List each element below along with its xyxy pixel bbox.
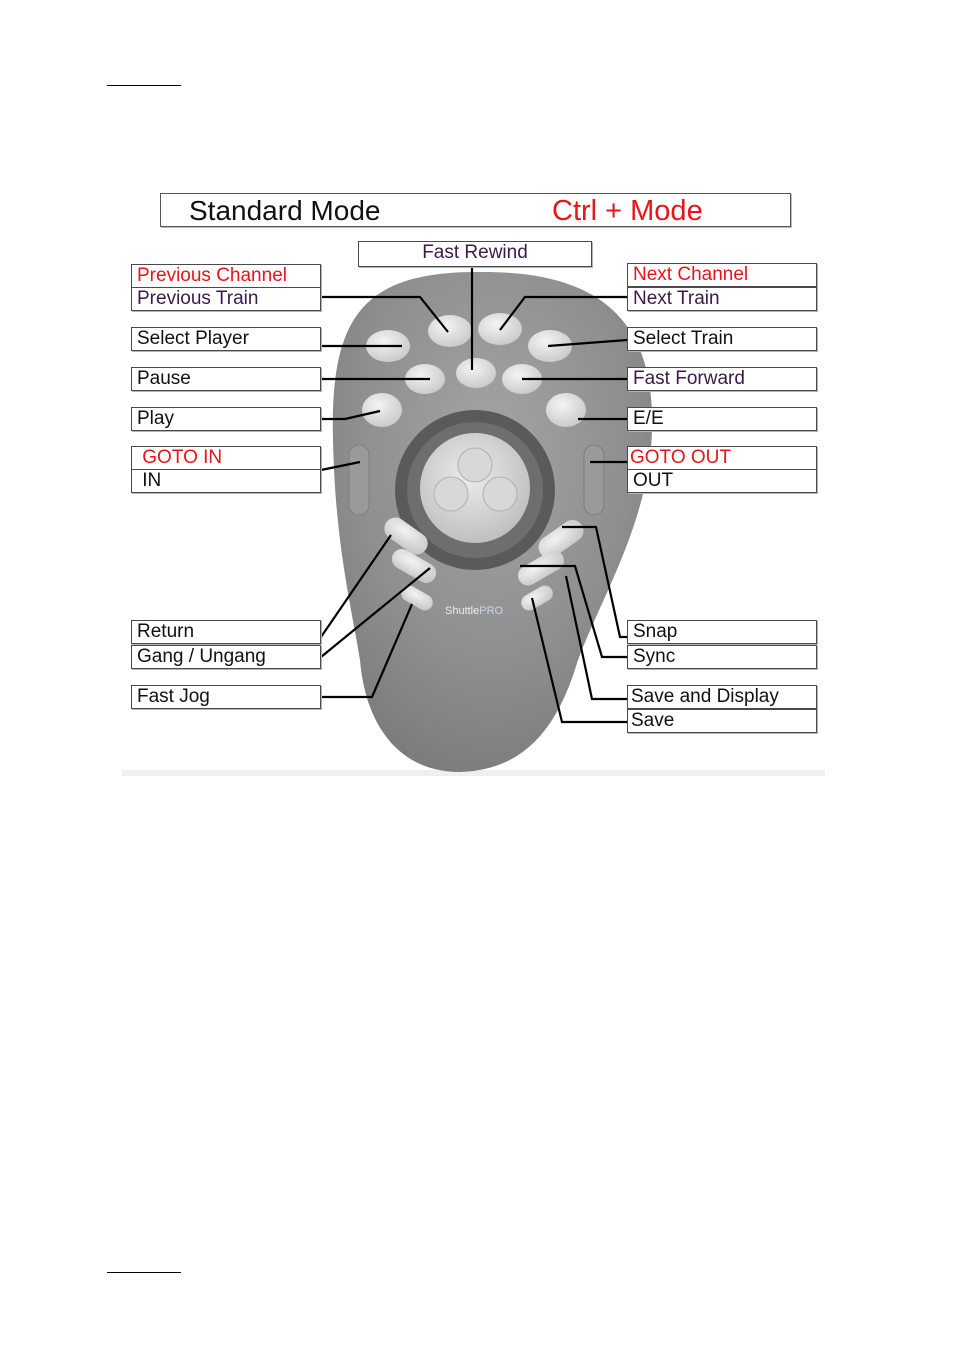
jog-dimple-top <box>457 447 493 483</box>
leader-in <box>320 460 361 472</box>
label-pause: Pause <box>131 367 321 391</box>
shuttlepro-device-illustration: ShuttlePRO <box>320 266 653 772</box>
leader-sync <box>520 564 627 659</box>
label-snap: Snap <box>627 620 817 644</box>
jog-dimple-left <box>433 476 469 512</box>
label-fast-jog: Fast Jog <box>131 685 321 709</box>
label-previous-channel: Previous Channel <box>131 264 321 288</box>
left-side-rail <box>348 444 370 516</box>
label-select-player: Select Player <box>131 327 321 351</box>
leader-play <box>321 409 381 421</box>
button-9 <box>546 393 586 427</box>
jog-wheel <box>420 433 530 543</box>
button-8 <box>362 393 402 427</box>
button-11 <box>391 549 437 583</box>
button-15 <box>521 585 553 611</box>
label-gang-ungang: Gang / Ungang <box>131 645 321 669</box>
button-12 <box>401 585 433 611</box>
top-rule <box>107 85 181 86</box>
jog-dimple-right <box>482 476 518 512</box>
standard-mode-title: Standard Mode <box>189 195 381 226</box>
leader-save-display <box>564 575 627 701</box>
label-play: Play <box>131 407 321 431</box>
label-goto-in: GOTO IN <box>131 446 321 470</box>
label-select-train: Select Train <box>627 327 817 351</box>
label-save: Save <box>627 709 817 733</box>
label-fast-rewind: Fast Rewind <box>358 241 592 267</box>
leader-lines <box>320 266 628 724</box>
label-next-channel: Next Channel <box>627 263 817 287</box>
button-13 <box>538 519 584 559</box>
button-10 <box>384 517 428 555</box>
brand-logo: ShuttlePRO <box>445 605 504 617</box>
button-14 <box>518 550 564 586</box>
brand-logo-prefix: Shuttle <box>445 605 479 617</box>
leader-gang <box>320 567 431 658</box>
button-2 <box>428 315 472 347</box>
label-sync: Sync <box>627 645 817 669</box>
label-ee: E/E <box>627 407 817 431</box>
mode-header: Standard Mode Ctrl + Mode <box>160 193 791 227</box>
label-fast-forward: Fast Forward <box>627 367 817 391</box>
label-save-and-display: Save and Display <box>627 685 817 709</box>
shuttlepro-figure: ShuttlePRO Standard Mode Ctrl + Mod <box>122 193 825 776</box>
right-side-rail <box>583 444 605 516</box>
leader-return <box>320 534 392 638</box>
ctrl-mode-title: Ctrl + Mode <box>552 195 703 227</box>
button-6 <box>456 358 496 388</box>
label-in: IN <box>131 469 321 493</box>
brand-logo-suffix: PRO <box>479 605 503 617</box>
leader-snap <box>562 525 627 639</box>
leader-next-train <box>499 295 627 331</box>
label-next-train: Next Train <box>627 287 817 311</box>
label-goto-out: GOTO OUT <box>627 446 817 470</box>
label-previous-train: Previous Train <box>131 287 321 311</box>
leader-fast-jog <box>321 603 414 699</box>
leader-save <box>530 597 627 724</box>
leader-previous-train <box>321 295 449 333</box>
figure-bottom-band <box>122 770 825 776</box>
label-return: Return <box>131 620 321 644</box>
label-out: OUT <box>627 469 817 493</box>
bottom-rule <box>107 1272 181 1273</box>
leader-select-train <box>547 338 628 348</box>
